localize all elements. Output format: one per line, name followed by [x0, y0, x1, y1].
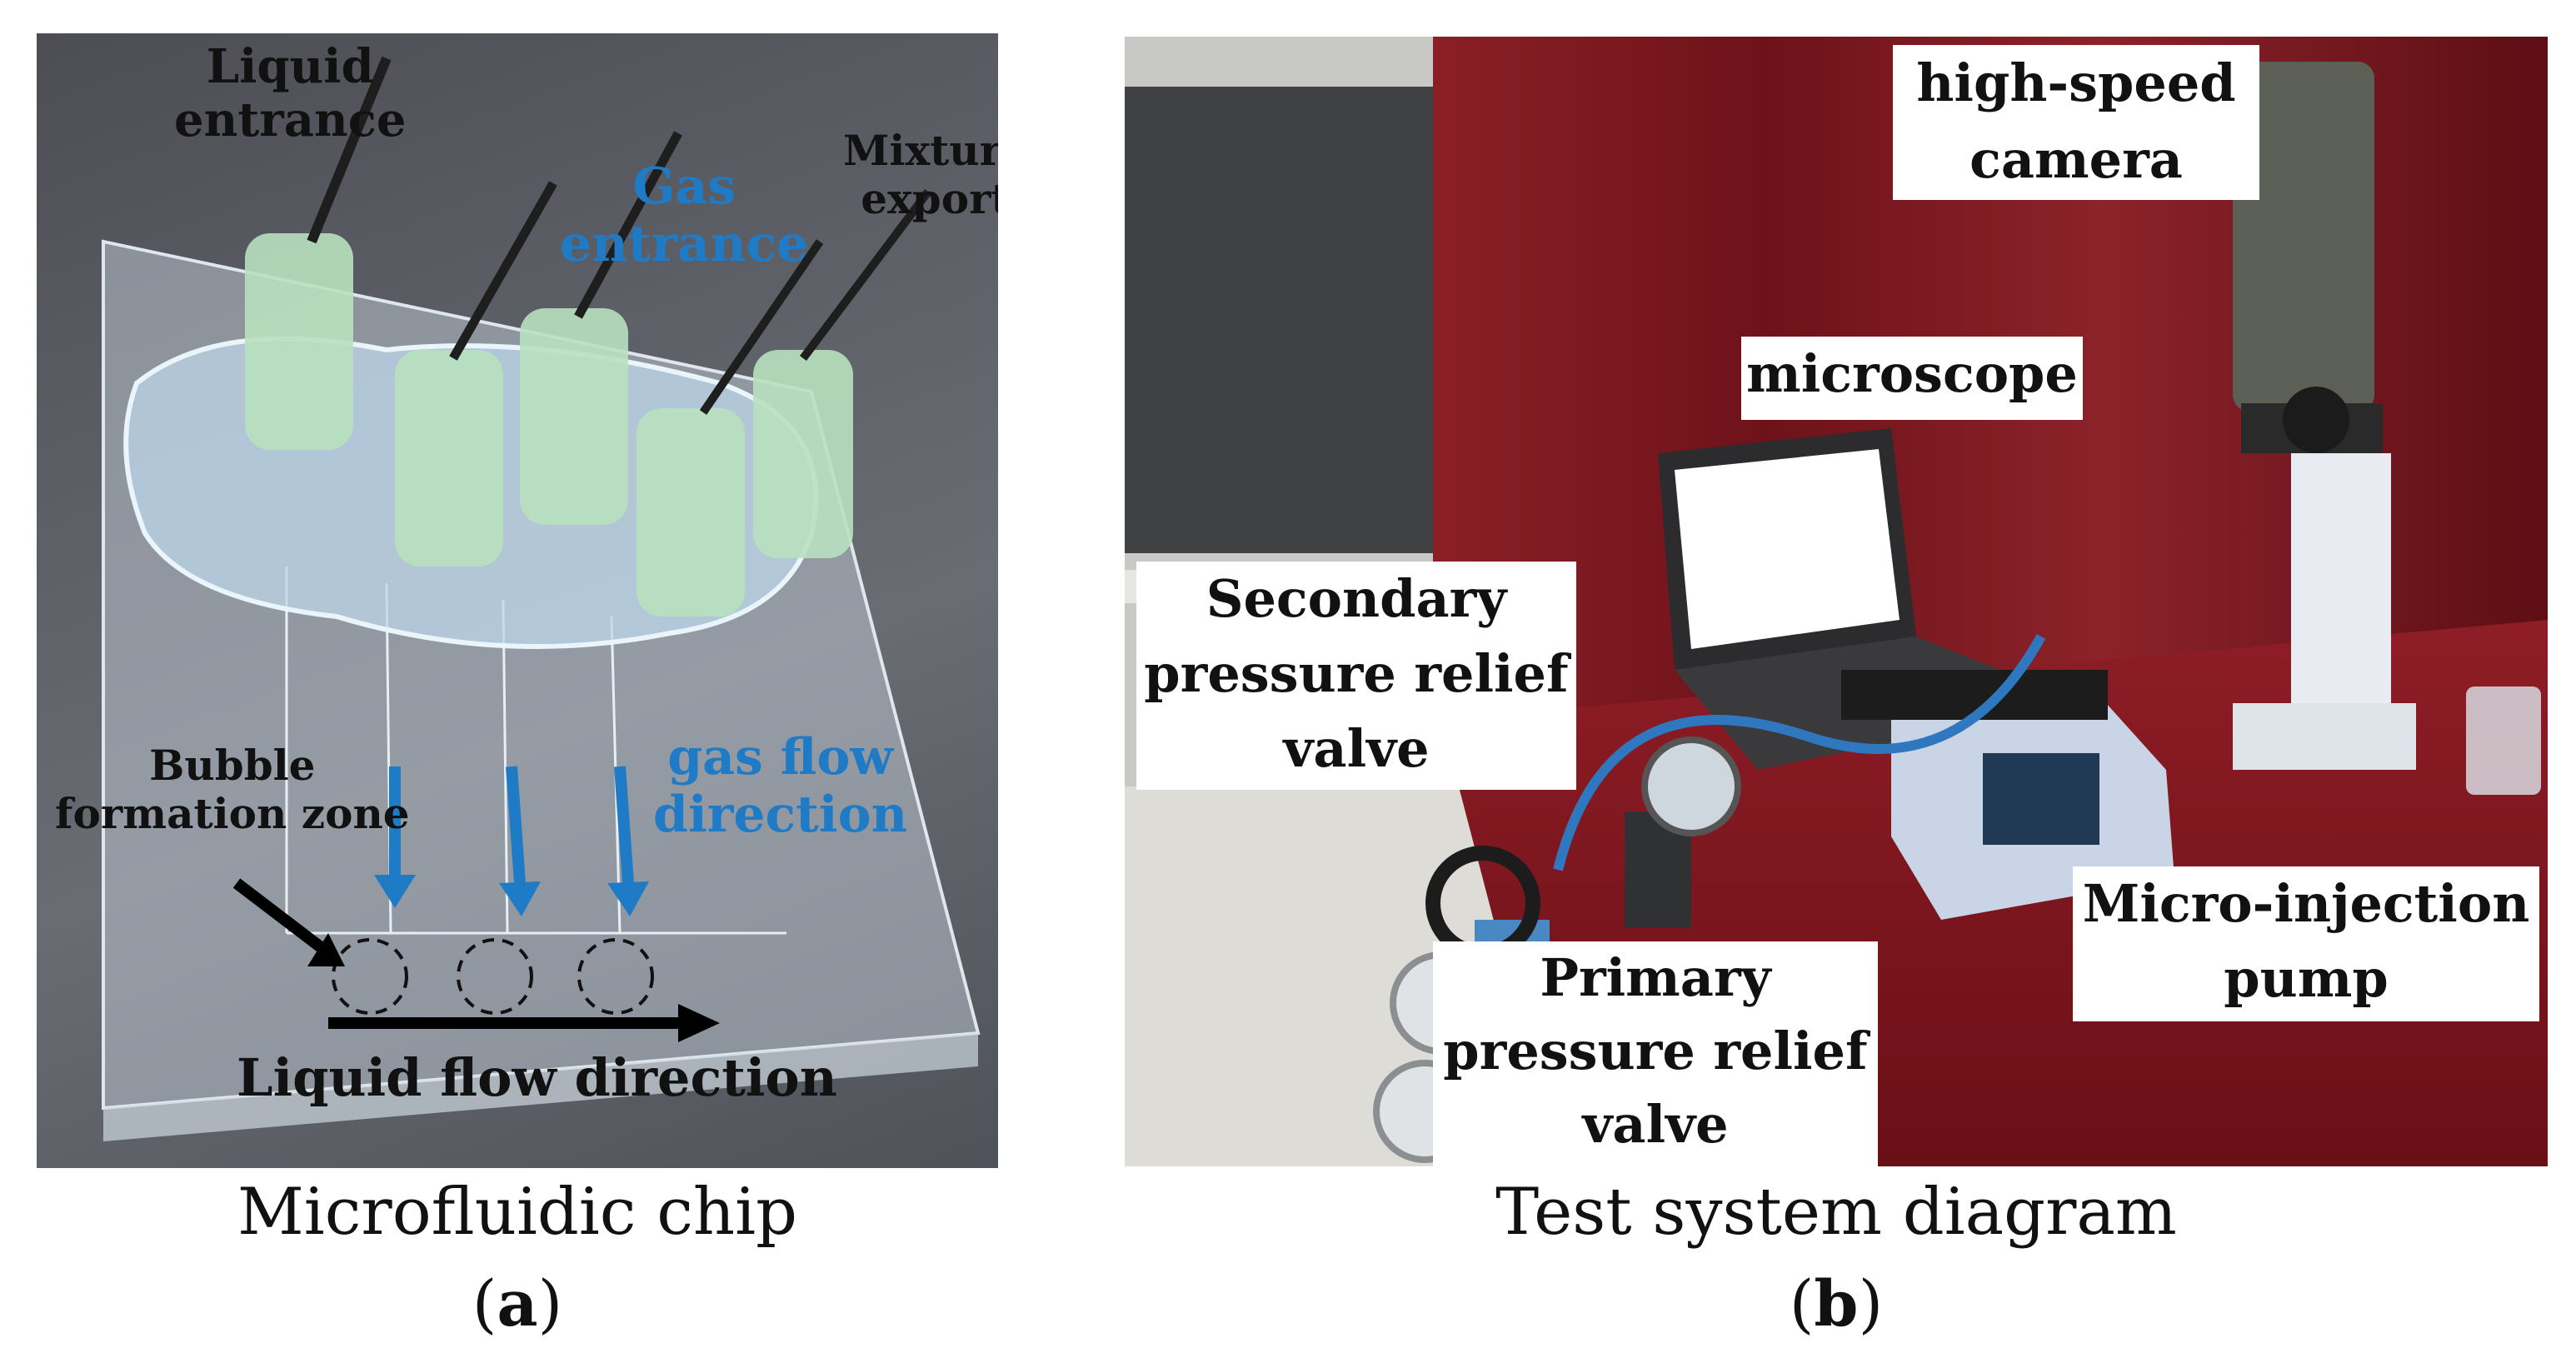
gas-flow-arrows	[374, 766, 649, 916]
label-text: Primary	[1540, 947, 1771, 1008]
label-liquid-flow-direction: Liquid flow direction	[237, 1047, 837, 1108]
label-text: gas flow	[667, 728, 893, 786]
label-text: formation zone	[55, 788, 410, 838]
caption-b: Test system diagram	[1495, 1175, 2177, 1250]
label-text: Secondary	[1206, 568, 1507, 629]
liquid-flow-arrow	[328, 1004, 720, 1042]
chip-scene	[102, 56, 981, 1141]
label-text: Gas	[632, 157, 736, 216]
blue-tubing	[1553, 634, 2046, 871]
label-text: entrance	[560, 215, 809, 273]
label-text: Liquid	[206, 39, 374, 94]
test-scene	[1125, 37, 2548, 1166]
label-text: valve	[1582, 1094, 1729, 1155]
label-text: camera	[1969, 129, 2183, 190]
beaker	[2466, 686, 2541, 795]
sublabel-b-letter: b	[1814, 1266, 1859, 1341]
label-text: export	[861, 173, 998, 223]
label-text: Bubble	[149, 741, 316, 790]
label-primary-pressure-relief-valve: Primary pressure relief valve	[1433, 941, 1878, 1166]
test-system-photo: high-speed camera microscope Secondary p…	[1125, 37, 2548, 1166]
pegboard	[1125, 87, 1458, 553]
bubble-zone-circles	[332, 938, 654, 1015]
label-text: valve	[1283, 718, 1430, 779]
label-gas-entrance: Gas entrance	[560, 158, 808, 273]
label-text: pump	[2224, 948, 2389, 1009]
label-text: pressure relief	[1443, 1021, 1868, 1081]
label-text: Micro-injection	[2082, 873, 2530, 934]
sublabel-b: (b)	[1789, 1266, 1884, 1341]
needle-hub-liquid	[245, 56, 392, 450]
sublabel-a: (a)	[472, 1266, 563, 1341]
needle-hub-mixture-1	[637, 239, 824, 617]
label-liquid-entrance: Liquid entrance	[174, 40, 406, 147]
sublabel-a-letter: a	[497, 1266, 538, 1341]
label-high-speed-camera: high-speed camera	[1893, 45, 2259, 200]
needle-hub-mixture-2	[753, 189, 931, 558]
label-text: pressure relief	[1144, 643, 1569, 704]
micro-injection-pump-device	[1841, 670, 2174, 920]
channel-line	[502, 599, 509, 934]
microscope-body	[2233, 62, 2416, 770]
label-micro-injection-pump: Micro-injection pump	[2073, 866, 2539, 1021]
label-gas-flow-direction: gas flow direction	[653, 729, 907, 844]
label-text: entrance	[174, 92, 407, 148]
bubble-zone-arrow	[232, 878, 345, 966]
needle-hub-gas-1	[395, 181, 557, 567]
label-text: direction	[653, 786, 908, 844]
label-text: high-speed	[1916, 52, 2236, 113]
caption-a: Microfluidic chip	[237, 1175, 798, 1250]
label-secondary-pressure-relief-valve: Secondary pressure relief valve	[1136, 562, 1576, 790]
label-bubble-formation-zone: Bubble formation zone	[55, 741, 410, 837]
needle-hub-gas-2	[520, 131, 682, 525]
glass-edge	[103, 1033, 978, 1141]
label-microscope: microscope	[1741, 337, 2083, 420]
